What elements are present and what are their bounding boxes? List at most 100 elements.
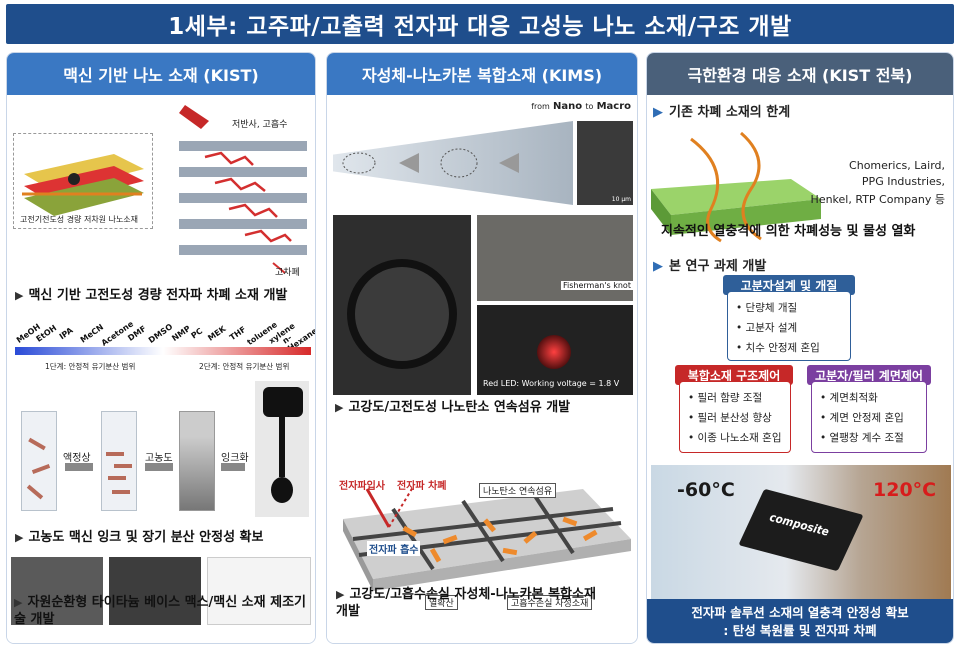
nano-macro-label: from Nano to Macro [531, 101, 631, 112]
limit-text: 지속적인 열충격에 의한 차폐성능 및 물성 열화 [661, 224, 916, 239]
box-title-polymer: 고분자설계 및 개질 [723, 275, 855, 295]
caption-titanium: ▶자원순환형 타이타늄 베이스 맥스/맥신 소재 제조기술 개발 [14, 595, 307, 627]
composite-label: composite [767, 510, 832, 539]
vial-ink [179, 411, 215, 511]
process-schematic [207, 557, 311, 625]
column-heading-extreme: 극한환경 대응 소재 (KIST 전북) [647, 53, 953, 95]
knot-photo: Fisherman's knot [477, 215, 633, 301]
box-item: 계면 안정제 혼입 [820, 408, 918, 428]
ink-process: 액정상 고농도 잉크화 [15, 381, 311, 521]
caption-shielding: ▶맥신 기반 고전도성 경량 전자파 차폐 소재 개발 [15, 288, 288, 303]
column-heading-kims: 자성체-나노카본 복합소재 (KIMS) [327, 53, 637, 95]
caption-arrow-icon: ▶ [14, 596, 23, 609]
stage2-label: 2단계: 안정적 유기분산 범위 [199, 362, 290, 371]
box-composite-body: 필러 함량 조절 필러 분산성 향상 이종 나노소재 혼입 [679, 381, 791, 453]
sub-heading-limit: ▶기존 차폐 소재의 한계 [653, 105, 791, 120]
caption-ink: ▶고농도 맥신 잉크 및 장기 분산 안정성 확보 [15, 530, 264, 545]
companies-line2: PPG Industries, [861, 175, 945, 188]
solvent-label: IPA [57, 325, 75, 342]
green-slab-illustration [651, 129, 821, 245]
solvent-label: DMSO [146, 322, 175, 345]
column-extreme: 극한환경 대응 소재 (KIST 전북) ▶기존 차폐 소재의 한계 Chome… [646, 52, 954, 644]
spool-photo [333, 215, 471, 395]
caption-fiber: ▶고강도/고전도성 나노탄소 연속섬유 개발 [335, 400, 571, 415]
companies-line1: Chomerics, Laird, [849, 159, 945, 172]
label-shield: 전자파 차폐 [397, 481, 447, 492]
step-label-high-conc: 고농도 [145, 453, 173, 464]
equipment-photo-1 [11, 557, 103, 625]
column-body-extreme: ▶기존 차폐 소재의 한계 Chomerics, Laird, PPG Indu… [647, 95, 953, 643]
box-title-composite: 복합소재 구조제어 [675, 365, 793, 385]
box-item: 단량체 개질 [736, 298, 842, 318]
box-title-interface: 고분자/필러 계면제어 [807, 365, 931, 385]
title-bar: 1세부: 고주파/고출력 전자파 대응 고성능 나노 소재/구조 개발 [6, 4, 954, 44]
label-heat: 열확산 [425, 595, 458, 610]
composite-block: composite [738, 488, 864, 572]
solvent-label: MEK [206, 324, 228, 343]
bottom-line1: 전자파 솔루션 소재의 열충격 안정성 확보 [691, 605, 909, 620]
sub-heading-research: ▶본 연구 과제 개발 [653, 259, 767, 274]
arrow-icon [221, 463, 245, 471]
diagram-label: 고전기전도성 경량 저차원 나노소재 [20, 215, 139, 224]
ink-pour-photo [255, 381, 309, 517]
column-body-kims: from Nano to Macro 10 μm Fisherman's kno… [327, 95, 637, 643]
nanomaterial-diagram: 고전기전도성 경량 저차원 나노소재 [13, 133, 153, 229]
knot-label: Fisherman's knot [561, 281, 633, 290]
label-absorb: 전자파 흡수 [367, 541, 421, 556]
box-item: 이종 나노소재 혼입 [688, 428, 782, 448]
box-item: 필러 분산성 향상 [688, 408, 782, 428]
box-polymer-body: 단량체 개질 고분자 설계 치수 안정제 혼입 [727, 291, 851, 361]
vial-liquid-crystal [21, 411, 57, 511]
label-fiber: 나노탄소 연속섬유 [479, 483, 557, 498]
arrow-icon [145, 463, 173, 471]
polarity-gradient-bar [15, 347, 311, 355]
scale-bar-label: 10 μm [611, 196, 631, 203]
equipment-photo-2 [109, 557, 201, 625]
label-magnet: 고흡수손실 자성소재 [507, 595, 593, 610]
temp-hot: 120°C [873, 479, 937, 501]
column-kims: 자성체-나노카본 복합소재 (KIMS) from Nano to Macro … [326, 52, 638, 644]
page-title: 1세부: 고주파/고출력 전자파 대응 고성능 나노 소재/구조 개발 [168, 14, 792, 40]
label-incident: 전자파입사 [339, 481, 385, 492]
caption-arrow-icon: ▶ [335, 401, 344, 414]
electron-icon [68, 173, 80, 185]
column-heading-mxene: 맥신 기반 나노 소재 (KIST) [7, 53, 315, 95]
layered-structure-illustration [22, 154, 144, 216]
nanotube-icons [342, 148, 519, 178]
arrow-icon [65, 463, 93, 471]
bottom-line2: : 탄성 복원률 및 전자파 차폐 [723, 623, 877, 638]
solvent-labels: MeOH EtOH IPA MeCN Acetone DMF DMSO NMP … [15, 317, 315, 353]
box-item: 필러 함량 조절 [688, 388, 782, 408]
solvent-label: PC [189, 326, 205, 341]
caption-arrow-icon: ▶ [15, 289, 24, 302]
led-label: Red LED: Working voltage = 1.8 V [483, 379, 620, 388]
shield-label-bottom: 고차폐 [275, 268, 300, 278]
sub-heading-icon: ▶ [653, 105, 663, 120]
solvent-scale: MeOH EtOH IPA MeCN Acetone DMF DMSO NMP … [15, 317, 315, 373]
box-item: 열팽창 계수 조절 [820, 428, 918, 448]
box-interface-body: 계면최적화 계면 안정제 혼입 열팽창 계수 조절 [811, 381, 927, 453]
box-item: 고분자 설계 [736, 318, 842, 338]
box-item: 계면최적화 [820, 388, 918, 408]
environment-photo: composite -60°C 120°C [651, 465, 951, 599]
column-body-mxene: 고전기전도성 경량 저차원 나노소재 저반사, 고흡수 고차폐 [7, 95, 315, 643]
composite-schematic [343, 486, 631, 591]
companies-line3: Henkel, RTP Company 등 [810, 193, 945, 206]
stage1-label: 1단계: 안정적 유기분산 범위 [45, 362, 136, 371]
led-photo: Red LED: Working voltage = 1.8 V [477, 305, 633, 395]
step-label-liquid-crystal: 액정상 [63, 453, 91, 464]
temp-cold: -60°C [677, 479, 735, 501]
shield-label-top: 저반사, 고흡수 [232, 120, 288, 130]
step-label-ink: 잉크화 [221, 453, 249, 464]
column-mxene: 맥신 기반 나노 소재 (KIST) 고전기전도성 경량 저차원 나노소재 [6, 52, 316, 644]
sem-fiber-photo: 10 μm [577, 121, 633, 205]
caption-arrow-icon: ▶ [336, 588, 345, 601]
shielding-layers-illustration [179, 105, 307, 274]
box-item: 치수 안정제 혼입 [736, 338, 842, 358]
bottom-summary-band: 전자파 솔루션 소재의 열충격 안정성 확보 : 탄성 복원률 및 전자파 차폐 [647, 599, 953, 643]
vial-concentrated [101, 411, 137, 511]
sub-heading-icon: ▶ [653, 259, 663, 274]
caption-arrow-icon: ▶ [15, 531, 24, 544]
